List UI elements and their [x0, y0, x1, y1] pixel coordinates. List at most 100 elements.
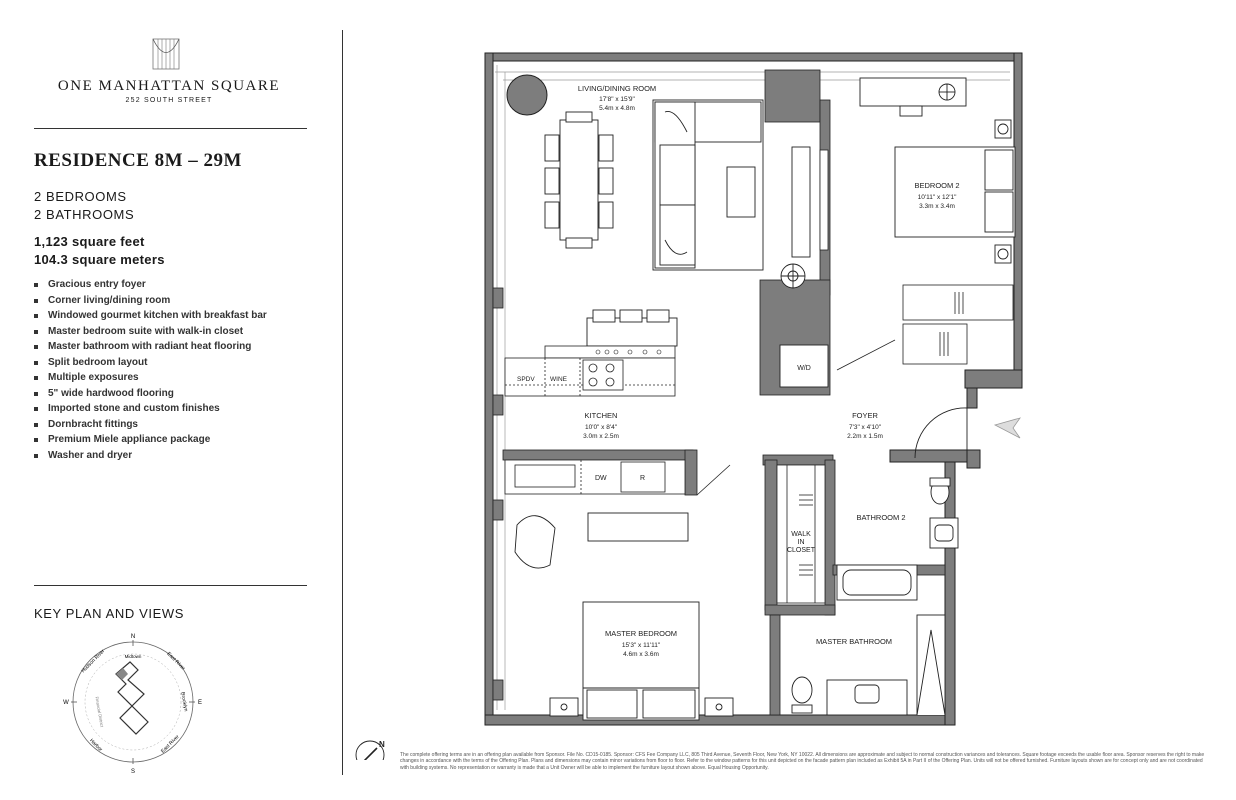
area-square-feet: 1,123 square feet [34, 234, 145, 249]
closet-label-1: WALK [791, 531, 811, 538]
stove-knobs [595, 349, 662, 355]
feature-item: Washer and dryer [34, 450, 267, 466]
master-bathroom-fixtures [791, 614, 946, 716]
foyer-name: FOYER [852, 411, 878, 420]
north-label: N [379, 740, 385, 749]
view-harbor: Harbor [88, 738, 103, 753]
entry-door-swing [914, 407, 968, 459]
bullet-icon [34, 422, 38, 427]
dw-label: DW [595, 475, 607, 482]
bedroom2-name: BEDROOM 2 [914, 181, 959, 190]
compass-s: S [131, 769, 135, 775]
kitchen-name: KITCHEN [585, 411, 618, 420]
feature-item: Imported stone and custom finishes [34, 403, 267, 419]
bullet-icon [34, 438, 38, 442]
key-plan-title: KEY PLAN AND VIEWS [34, 606, 184, 621]
view-ring [84, 653, 182, 751]
master-bed [549, 601, 734, 721]
entry-arrow-icon [993, 417, 1021, 439]
master-bedroom-dim-ft: 15'3" x 11'11" [622, 642, 661, 649]
brand-name: ONE MANHATTAN SQUARE [57, 78, 281, 94]
r-label: R [640, 475, 645, 482]
bedroom2-closet [902, 284, 1014, 365]
vertical-divider [342, 30, 343, 775]
feature-item: Windowed gourmet kitchen with breakfast … [34, 310, 267, 326]
cooktop-icon [582, 359, 624, 391]
view-east-river-bottom: East River [160, 734, 181, 755]
bullet-icon [34, 407, 38, 411]
master-bedroom-dim-m: 4.6m x 3.6m [623, 651, 659, 658]
media-console [791, 146, 811, 258]
washer-dryer [779, 344, 829, 388]
feature-item: Multiple exposures [34, 372, 267, 388]
feature-item: Split bedroom layout [34, 357, 267, 373]
view-financial-district: Financial District [94, 696, 104, 728]
view-hudson-river: Hudson River [80, 648, 106, 674]
feature-item: Gracious entry foyer [34, 279, 267, 295]
dining-table [544, 111, 614, 249]
living-room-dim-ft: 17'8" x 15'9" [599, 96, 635, 103]
view-brooklyn: Brooklyn [179, 692, 188, 712]
bullet-icon [34, 453, 38, 458]
key-plan-map: N S W E Hudson River Midtown East River … [63, 634, 202, 775]
laundry-door [836, 339, 896, 371]
foyer-dim-m: 2.2m x 1.5m [847, 433, 883, 440]
living-room-dim-m: 5.4m x 4.8m [599, 105, 635, 112]
legal-disclaimer: The complete offering terms are in an of… [400, 752, 1205, 771]
bullet-icon [34, 345, 38, 349]
building-footprint [115, 661, 149, 735]
bathroom2-fixtures [836, 477, 959, 601]
feature-item: Master bedroom suite with walk-in closet [34, 326, 267, 342]
master-bathroom-name: MASTER BATHROOM [816, 637, 892, 646]
divider [34, 128, 307, 129]
compass-n: N [131, 634, 135, 640]
residence-title: RESIDENCE 8M – 29M [34, 150, 242, 171]
breakfast-bar [586, 309, 678, 347]
room-labels: LIVING/DINING ROOM 17'8" x 15'9" 5.4m x … [578, 84, 960, 658]
bedroom2-bed [894, 119, 1016, 264]
bedroom2-dim-m: 3.3m x 3.4m [919, 203, 955, 210]
bedroom2-dim-ft: 10'11" x 12'1" [918, 194, 957, 201]
view-east-river-top: East River [165, 651, 186, 672]
structural-column [506, 74, 548, 116]
bullet-icon [34, 360, 38, 365]
area-square-meters: 104.3 square meters [34, 252, 165, 267]
kitchen-dim-m: 3.0m x 2.5m [583, 433, 619, 440]
bullet-icon [34, 391, 38, 396]
bullet-icon [34, 376, 38, 380]
bullet-icon [34, 283, 38, 287]
bedroom-count: 2 BEDROOMS [34, 189, 127, 204]
bullet-icon [34, 298, 38, 303]
lounge-chair [514, 515, 556, 569]
walk-in-closet [776, 464, 826, 604]
compass-e: E [198, 700, 202, 706]
floor-lamp-icon [780, 263, 806, 289]
north-arrow-icon: N [355, 740, 385, 760]
wine-label: WINE [550, 376, 568, 383]
kitchen-lower-counter [504, 459, 686, 495]
closet-label-3: CLOSET [787, 547, 816, 554]
brand-logo-icon [152, 38, 180, 70]
bathroom2-name: BATHROOM 2 [856, 513, 905, 522]
feature-item: Corner living/dining room [34, 295, 267, 311]
exterior-walls [484, 52, 1023, 726]
feature-item: Master bathroom with radiant heat floori… [34, 341, 267, 357]
feature-item: Dornbracht fittings [34, 419, 267, 435]
wd-label: W/D [797, 365, 811, 372]
feature-item: Premium Miele appliance package [34, 434, 267, 450]
spdv-label: SPDV [517, 376, 535, 383]
floor-plan: SPDV WINE DW R W/D [355, 52, 1023, 760]
unit-highlight [116, 668, 128, 680]
sidebar: ONE MANHATTAN SQUARE 252 SOUTH STREET RE… [0, 0, 340, 800]
bullet-icon [34, 314, 38, 318]
coffee-table [726, 166, 756, 218]
brand-address: 252 SOUTH STREET [125, 97, 213, 104]
bedroom2-console [819, 149, 829, 251]
living-room-name: LIVING/DINING ROOM [578, 84, 656, 93]
foyer-dim-ft: 7'3" x 4'10" [849, 424, 882, 431]
divider [34, 585, 307, 586]
bullet-icon [34, 329, 38, 334]
feature-item: 5" wide hardwood flooring [34, 388, 267, 404]
master-dresser [587, 512, 689, 542]
master-bedroom-name: MASTER BEDROOM [605, 629, 677, 638]
